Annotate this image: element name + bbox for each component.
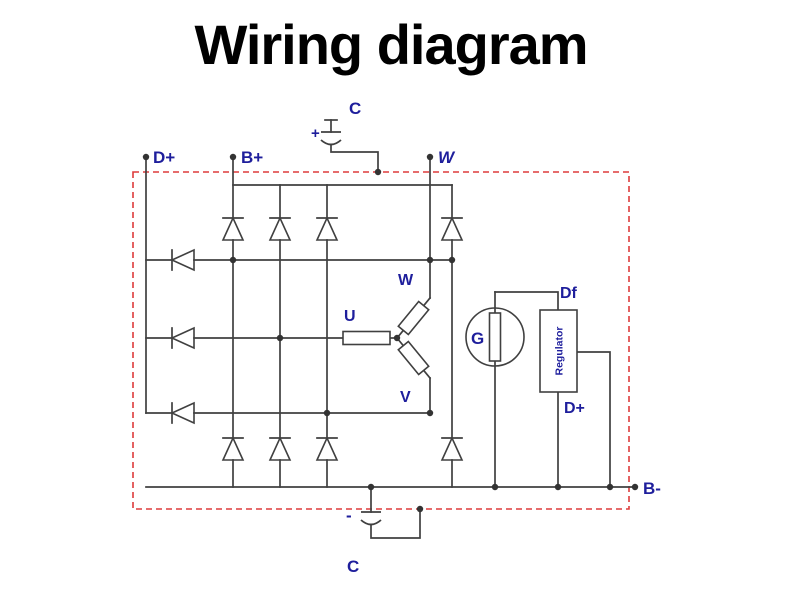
diode	[170, 326, 195, 350]
winding-u	[342, 330, 391, 346]
positive-diodes	[221, 216, 464, 241]
bottom-capacitor-polarity: -	[346, 506, 352, 525]
terminal-bplus-dot	[229, 153, 237, 161]
winding-v	[397, 340, 430, 376]
terminal-dplus-label: D+	[153, 148, 175, 167]
suppression-capacitor-top	[320, 131, 342, 146]
page-title: Wiring diagram	[194, 13, 587, 76]
rotor-label: G	[471, 329, 484, 348]
regulator-df-label: Df	[560, 285, 578, 302]
regulator-label: Regulator	[554, 326, 566, 375]
top-capacitor-polarity: +	[311, 125, 320, 142]
diode	[268, 216, 292, 241]
diode	[221, 436, 245, 461]
diode	[315, 216, 339, 241]
terminal-bminus-label: B-	[643, 479, 661, 498]
diode	[170, 248, 195, 272]
junction-dots	[142, 153, 639, 513]
diode	[440, 436, 464, 461]
diode	[315, 436, 339, 461]
bottom-capacitor-label: C	[347, 557, 359, 576]
winding-u-label: U	[344, 308, 356, 325]
housing-boundary	[132, 171, 630, 510]
star-point-dot	[393, 334, 401, 342]
capacitor-plate-curved	[360, 519, 382, 526]
capacitor-plate-curved	[320, 139, 342, 146]
terminal-dplus-dot	[142, 153, 150, 161]
rotor-circle	[465, 307, 525, 367]
winding-v-label: V	[400, 389, 411, 406]
exciter-diodes	[170, 248, 195, 425]
diode	[221, 216, 245, 241]
terminal-bplus-label: B+	[241, 148, 263, 167]
terminal-w-dot	[426, 153, 434, 161]
diode	[170, 401, 195, 425]
winding-w-label: W	[398, 272, 414, 289]
negative-diodes	[221, 436, 464, 461]
circuit-wires	[145, 119, 636, 539]
field-coil	[488, 312, 502, 362]
terminal-bminus-dot	[631, 483, 639, 491]
stator-windings	[342, 300, 430, 376]
diode	[440, 216, 464, 241]
winding-w	[397, 300, 430, 336]
regulator-box: Regulator	[539, 309, 578, 393]
regulator-dplus-label: D+	[564, 400, 585, 417]
terminal-w-label: W	[438, 148, 456, 167]
diode	[268, 436, 292, 461]
top-capacitor-label: C	[349, 99, 361, 118]
suppression-capacitor-bottom	[360, 511, 382, 526]
rotor-field	[465, 307, 525, 367]
